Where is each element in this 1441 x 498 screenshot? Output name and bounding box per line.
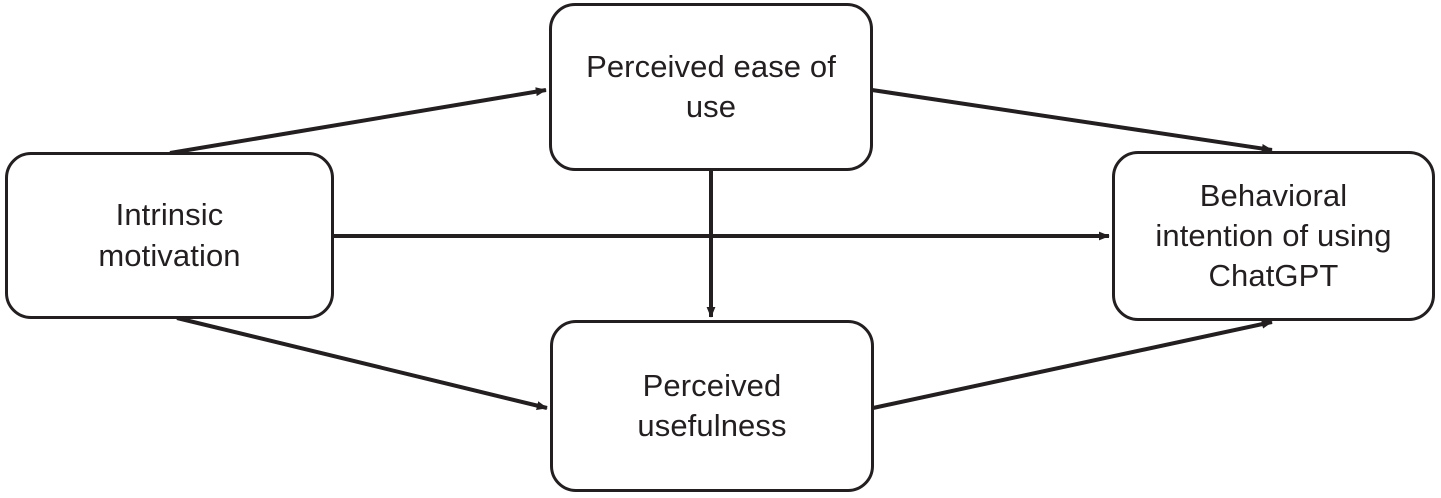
node-label: Perceived usefulness: [623, 366, 800, 447]
node-label-line-2: intention of using: [1155, 217, 1392, 253]
node-label-line-1: Intrinsic: [115, 197, 224, 233]
edge-im-to-pu: [176, 316, 548, 410]
node-label-line-2: use: [685, 89, 737, 124]
node-label: Behavioral intention of using ChatGPT: [1141, 176, 1405, 297]
node-label: Perceived ease of use: [572, 47, 850, 128]
node-label-line-1: Perceived ease of: [586, 48, 836, 84]
node-label-line-2: usefulness: [637, 408, 787, 443]
node-behavioral-intention[interactable]: Behavioral intention of using ChatGPT: [1112, 151, 1435, 321]
edge-im-to-peou: [169, 87, 547, 155]
node-label-line-1: Behavioral: [1199, 177, 1348, 213]
node-label-line-2: motivation: [98, 237, 241, 273]
node-label-line-3: ChatGPT: [1208, 258, 1339, 294]
edge-peou-to-bi: [871, 88, 1273, 153]
node-perceived-ease-of-use[interactable]: Perceived ease of use: [549, 3, 873, 171]
node-label: Intrinsic motivation: [84, 195, 254, 276]
node-label-line-1: Perceived: [642, 367, 782, 403]
edge-pu-to-bi: [872, 319, 1273, 410]
node-intrinsic-motivation[interactable]: Intrinsic motivation: [5, 152, 334, 319]
node-perceived-usefulness[interactable]: Perceived usefulness: [550, 320, 874, 492]
